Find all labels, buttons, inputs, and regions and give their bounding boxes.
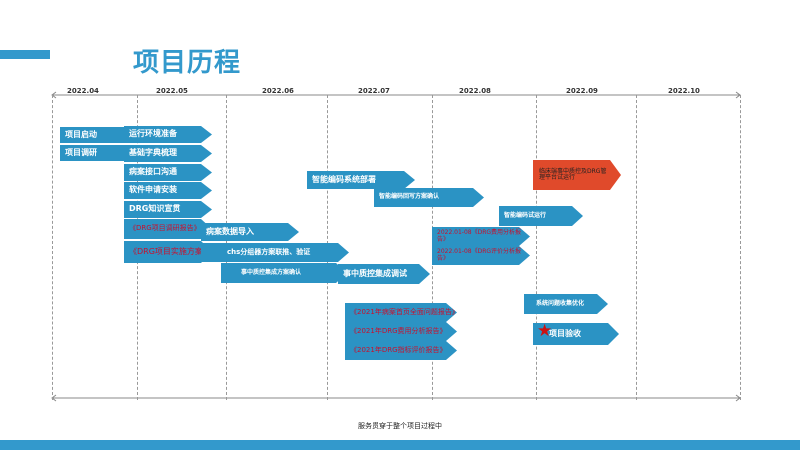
report-2021-eval: 《2021年DRG指标评价报告》: [345, 341, 457, 360]
month-divider: [636, 95, 637, 400]
report-drg-survey: 《DRG项目调研报告》: [124, 219, 212, 239]
month-label: 2022.08: [459, 87, 491, 95]
month-label: 2022.07: [358, 87, 390, 95]
page-title: 项目历程: [133, 48, 242, 78]
month-label: 2022.10: [668, 87, 700, 95]
task-smart-coding-writeback: 智能编码回写方案确认: [374, 188, 484, 207]
milestone-star-icon: ★: [537, 321, 553, 341]
task-survey: 项目调研: [60, 145, 134, 161]
task-drg-training: DRG知识宣贯: [124, 201, 212, 218]
month-divider: [740, 95, 741, 400]
task-in-event-integration: 事中质控集成调试: [338, 264, 430, 284]
task-acceptance: 项目验收: [533, 323, 619, 345]
task-smart-coding-trial: 智能编码试运行: [499, 206, 583, 226]
task-sys-optimization: 系统问题收集优化: [524, 294, 608, 314]
report-drg-cost-0108: 2022.01-08《DRG费用分析报告》: [432, 227, 530, 246]
bottom-accent-bar: [0, 440, 800, 450]
title-accent-bar: [0, 50, 50, 59]
report-drg-impl-plan: 《DRG项目实施方案》: [124, 241, 212, 263]
report-drg-eval-0108: 2022.01-08《DRG评价分析报告》: [432, 246, 530, 265]
task-dict-review: 基础字典梳理: [124, 145, 212, 162]
report-2021-homepage: 《2021年病案首页全面问题报告》: [345, 303, 457, 322]
task-emr-import: 病案数据导入: [201, 223, 299, 241]
task-env-prep: 运行环境准备: [124, 126, 212, 143]
task-chs-grouping: chs分组器方案联推、验证: [201, 243, 349, 262]
month-label: 2022.04: [67, 87, 99, 95]
month-divider: [52, 95, 53, 400]
month-label: 2022.06: [262, 87, 294, 95]
month-label: 2022.05: [156, 87, 188, 95]
month-label: 2022.09: [566, 87, 598, 95]
month-divider: [536, 95, 537, 400]
task-software-apply: 软件申请安装: [124, 182, 212, 199]
task-in-event-plan: 事中质控集成方案确认: [221, 263, 347, 283]
task-kickoff: 项目启动: [60, 127, 134, 143]
task-clinical-trial: 临床端事中质控及DRG管理平台试运行: [533, 160, 621, 190]
report-2021-cost: 《2021年DRG费用分析报告》: [345, 322, 457, 341]
footer-note: 服务贯穿于整个项目过程中: [358, 422, 442, 430]
task-smart-coding-deploy: 智能编码系统部署: [307, 171, 415, 189]
task-emr-interface: 病案接口沟通: [124, 164, 212, 181]
